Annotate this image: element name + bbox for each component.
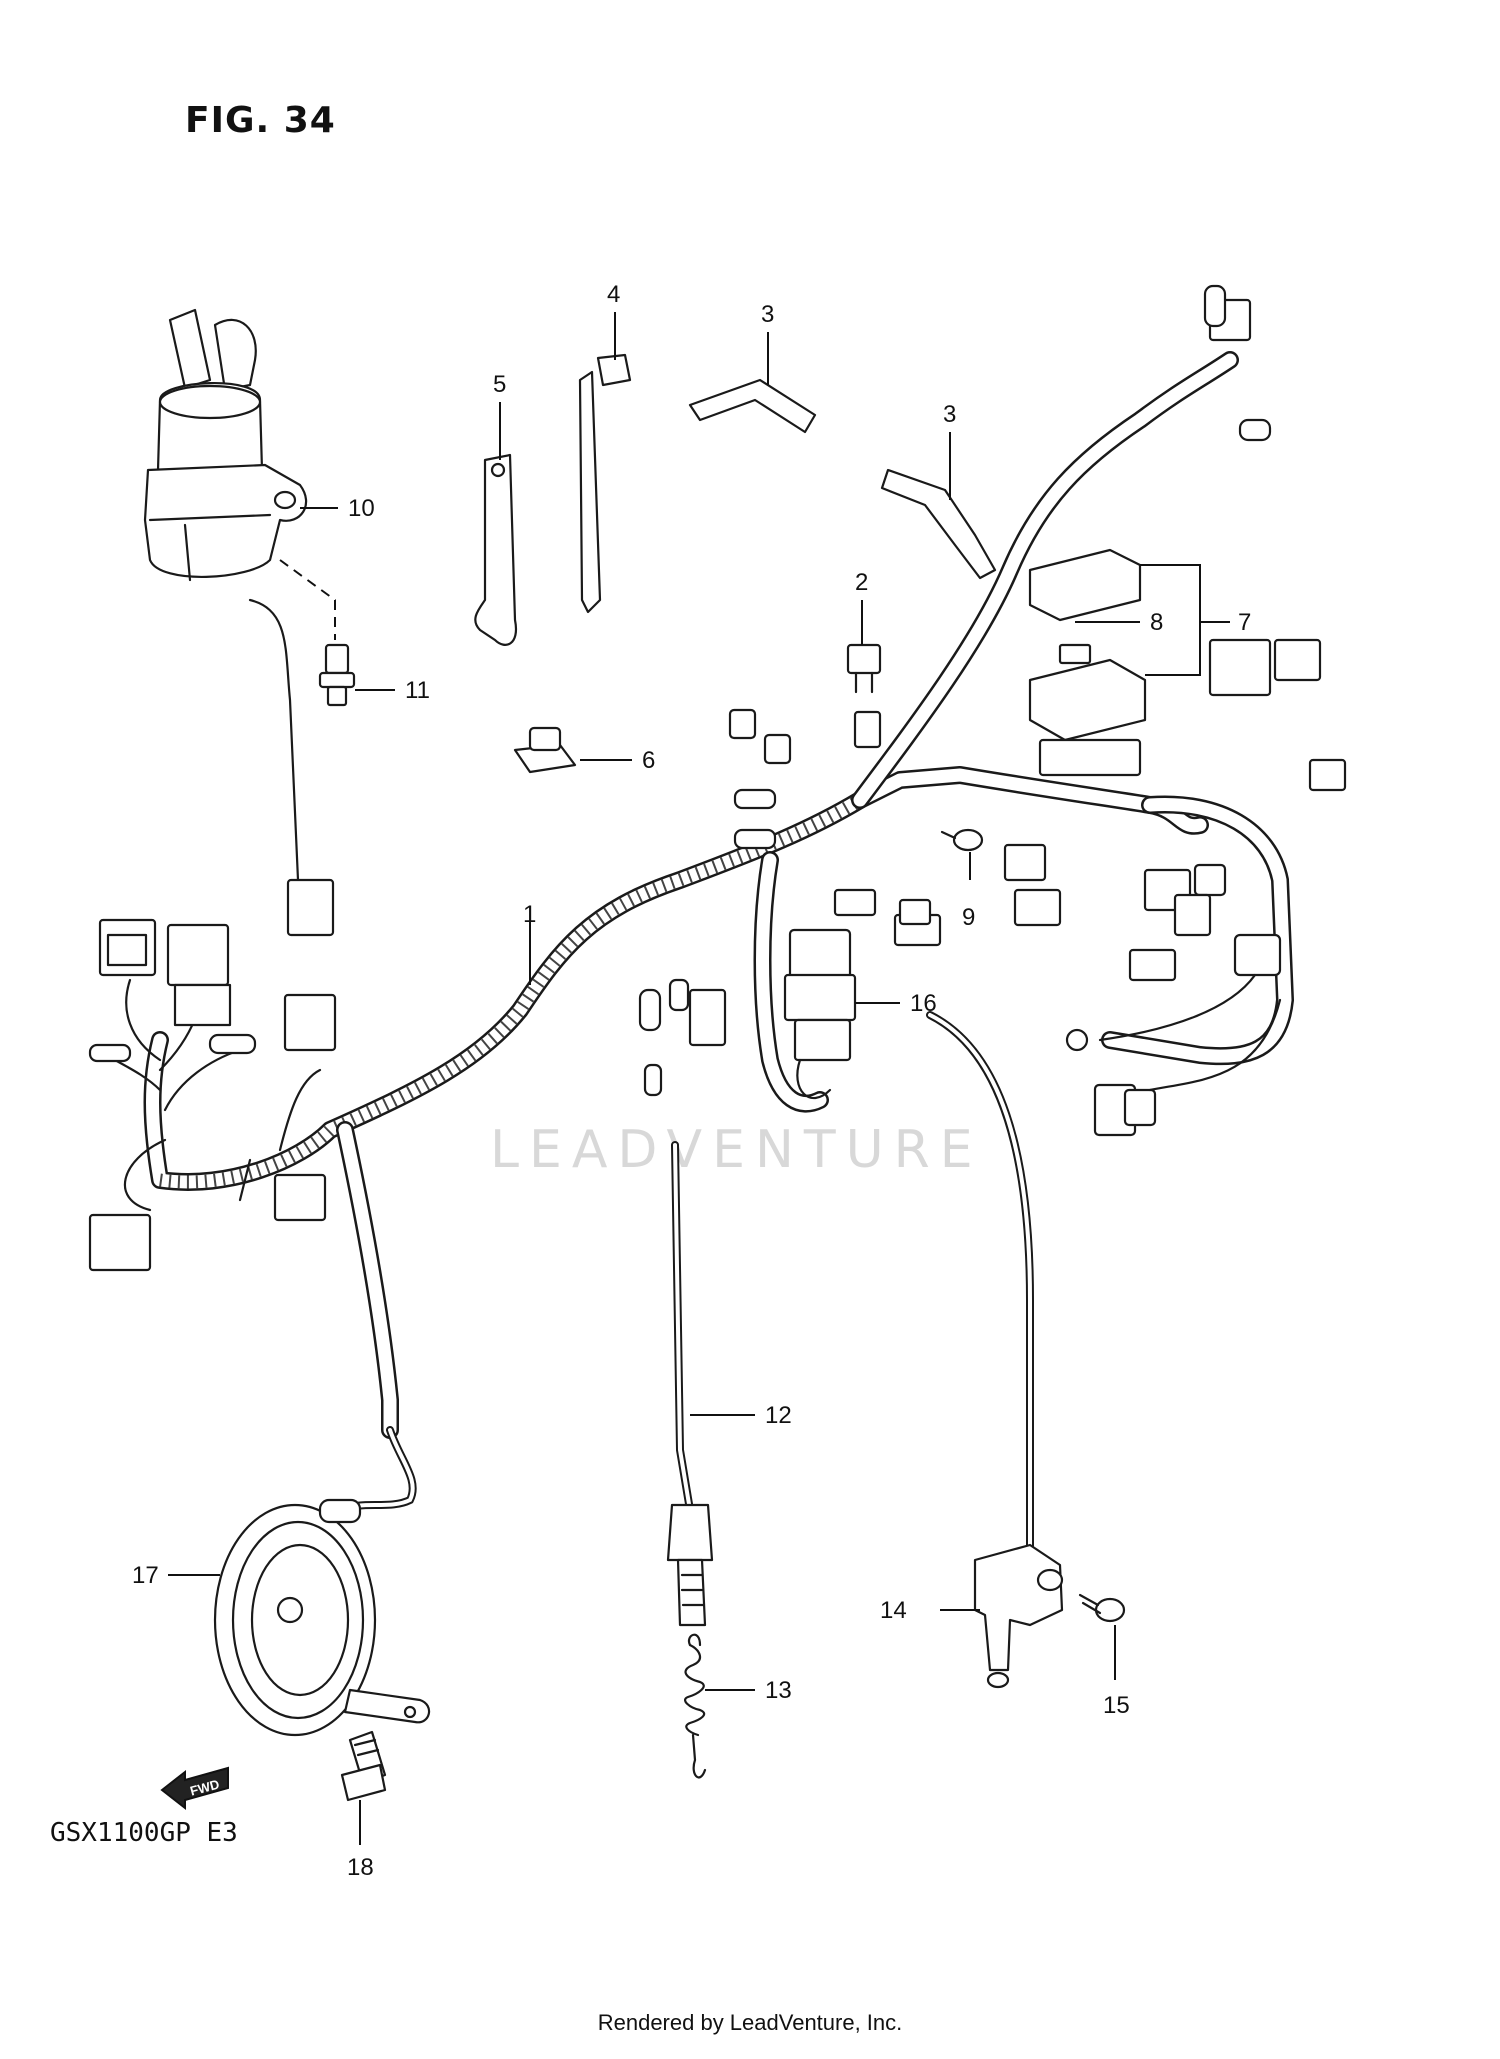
front-brake-switch[interactable] [926,1011,1064,1689]
wiring-harness[interactable] [98,351,1294,1439]
callout-10: 10 [348,495,375,522]
relay[interactable] [783,928,857,1100]
harness-connectors [88,284,1347,1272]
rear-brake-switch[interactable] [666,1141,714,1627]
callout-11: 11 [405,677,430,704]
ignition-switch-leader-dashed [279,559,336,640]
callout-2: 2 [855,569,868,596]
callout-13: 13 [765,1677,792,1704]
wire-clamp[interactable] [513,726,577,774]
callout-7: 7 [1238,609,1251,636]
fuse-box[interactable] [1028,548,1147,777]
callout-9: 9 [962,904,975,931]
brake-switch-spring[interactable] [683,1633,707,1779]
callout-3-lower: 3 [943,401,956,428]
horn-bolt[interactable] [340,1730,387,1802]
callout-6: 6 [642,747,655,774]
horn[interactable] [213,1426,431,1737]
watermark: LEADVENTURE [490,1120,983,1180]
callout-17: 17 [132,1562,159,1589]
strap-tie[interactable] [578,353,632,614]
figure-title: FIG. 34 [185,100,336,141]
ignition-screw[interactable] [318,643,356,707]
model-code-label: GSX1100GP E3 [50,1818,238,1848]
callout-3-upper: 3 [761,301,774,328]
cushion-lower[interactable] [880,468,997,580]
callout-8: 8 [1150,609,1163,636]
footer-text: Rendered by LeadVenture, Inc. [597,2010,903,2035]
callout-14: 14 [880,1597,907,1624]
forward-arrow-icon: FWD [160,1766,229,1811]
cushion-upper[interactable] [688,378,817,434]
callout-15: 15 [1103,1692,1130,1719]
ignition-switch[interactable] [143,308,335,937]
leader-lines [168,312,1230,1845]
callout-12: 12 [765,1402,792,1429]
callout-5: 5 [493,371,506,398]
callouts: 4 3 5 3 10 2 8 7 11 6 9 1 16 12 17 14 13… [132,281,1251,1881]
fuse[interactable] [846,643,882,694]
callout-4: 4 [607,281,620,308]
band-clamp[interactable] [474,453,518,646]
fwd-arrow-label: FWD [188,1776,220,1798]
fuse-box-screw[interactable] [940,828,984,852]
brake-switch-screw[interactable] [1078,1593,1126,1623]
callout-1: 1 [523,901,536,928]
callout-18: 18 [347,1854,374,1881]
callout-16: 16 [910,990,937,1017]
